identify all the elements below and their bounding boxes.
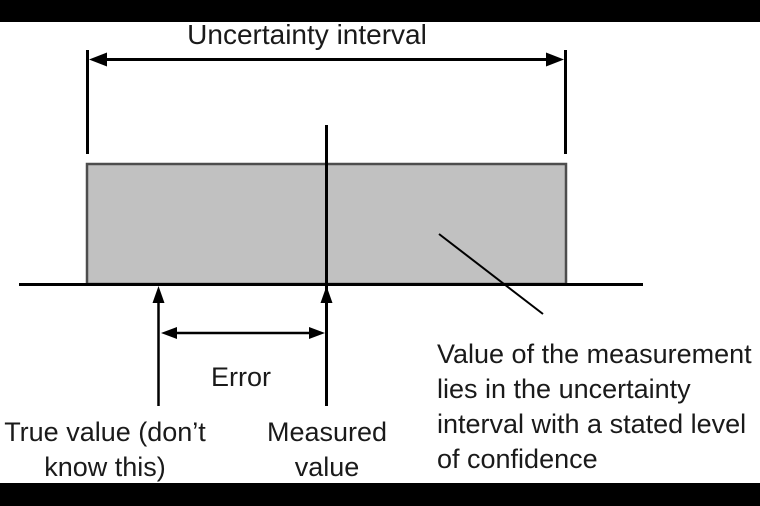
letterbox-bottom bbox=[0, 483, 760, 506]
true-value-arrowhead bbox=[152, 286, 165, 303]
error-arrowhead-right bbox=[309, 327, 325, 339]
error-arrowhead-left bbox=[161, 327, 177, 339]
annotation-callout-line bbox=[438, 233, 544, 315]
uncertainty-interval-label: Uncertainty interval bbox=[187, 19, 427, 50]
confidence-annotation: Value of the measurement lies in the unc… bbox=[437, 339, 752, 474]
error-label: Error bbox=[211, 362, 271, 392]
letterbox-top bbox=[0, 0, 760, 22]
uncertainty-arrowhead-right bbox=[546, 52, 564, 67]
true-value-label: True value (don’t know this) bbox=[4, 417, 206, 482]
measured-value-arrowhead bbox=[320, 286, 333, 303]
uncertainty-arrowhead-left bbox=[89, 52, 107, 67]
measured-value-label: Measured value bbox=[266, 417, 388, 482]
